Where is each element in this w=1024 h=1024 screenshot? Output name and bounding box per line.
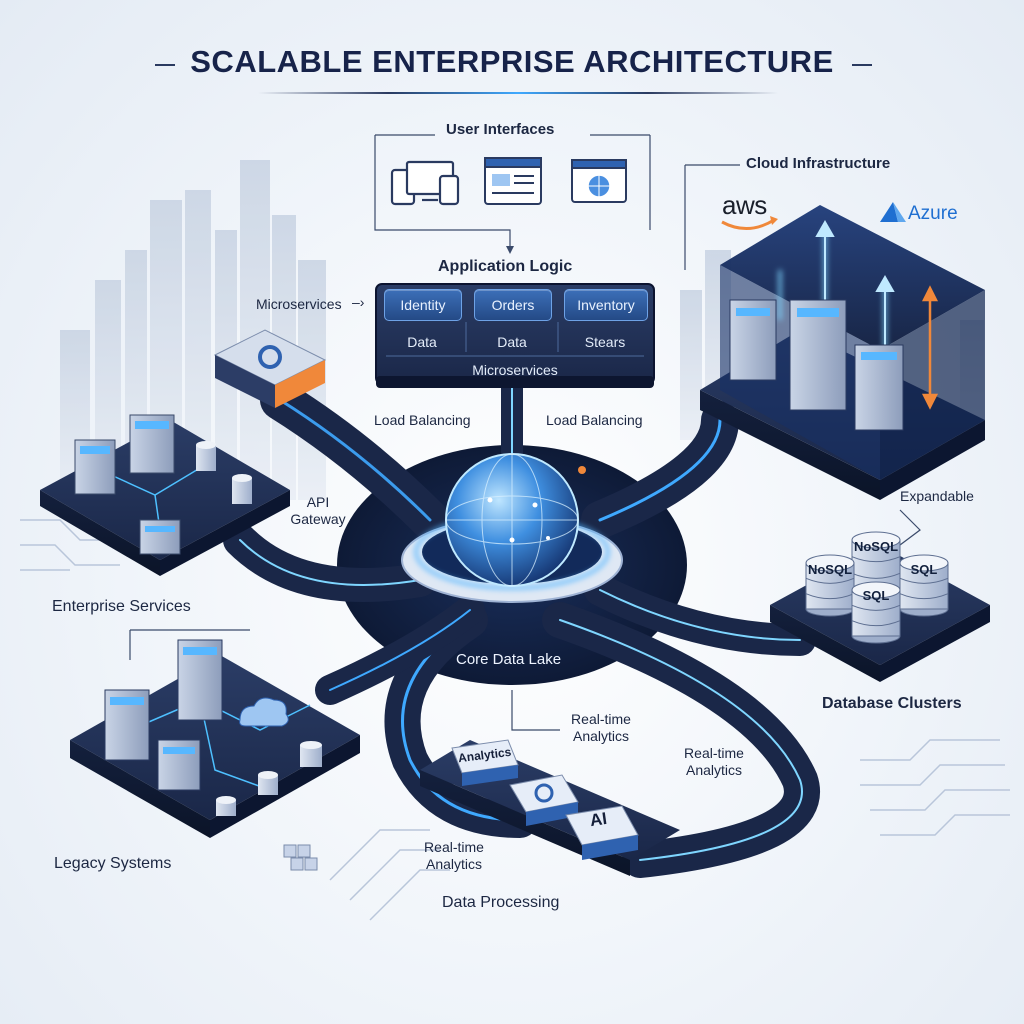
- service-inventory-sub: Stears: [584, 334, 626, 350]
- browser-globe-icon: [571, 159, 627, 203]
- db-label-sql-front: SQL: [862, 588, 890, 603]
- gear-block-icon: [213, 329, 327, 408]
- service-inventory: Inventory: [564, 289, 648, 321]
- db-cylinder-band: [899, 577, 949, 584]
- conduits: [223, 369, 820, 878]
- cloud-icon: [239, 697, 289, 727]
- api-gateway-label: API Gateway: [290, 494, 346, 527]
- db-cylinder-top: [851, 581, 901, 599]
- db-cylinder-band: [805, 593, 855, 600]
- small-cubes-icon: [283, 844, 318, 871]
- legacy-server-icon: [104, 639, 223, 791]
- load-balancing-right-label: Load Balancing: [546, 412, 643, 428]
- db-cylinder-band: [851, 572, 901, 579]
- db-cylinder-top: [851, 531, 901, 549]
- scale-arrow-icon: [921, 285, 939, 410]
- user-interfaces-label: User Interfaces: [446, 121, 555, 138]
- page-title: SCALABLE ENTERPRISE ARCHITECTURE: [190, 44, 834, 79]
- db-cylinder-body: [805, 562, 855, 610]
- database-cylinder-icon: [805, 531, 949, 644]
- legacy-systems-platform: [70, 655, 360, 838]
- core-data-lake-label: Core Data Lake: [456, 651, 562, 668]
- title-rule-right: [852, 64, 872, 66]
- globe-icon: [445, 453, 579, 587]
- ai-module-label: AI: [588, 808, 609, 831]
- web-page-icon: [484, 157, 542, 205]
- db-cylinder-band: [805, 577, 855, 584]
- arrow-down-icon: [506, 246, 514, 254]
- microservices-side-label: Microservices: [256, 296, 342, 312]
- db-label-nosql-left: NoSQL: [807, 562, 853, 577]
- application-logic-label: Application Logic: [438, 258, 573, 275]
- orange-node-icon: [578, 466, 586, 474]
- data-processing-label: Data Processing: [442, 894, 560, 911]
- microservices-footer: Microservices: [472, 362, 558, 378]
- database-cylinder-icon: [216, 741, 322, 816]
- circuit-traces: [20, 519, 1010, 921]
- title-underline: [258, 92, 778, 94]
- db-cylinder-top: [805, 554, 855, 572]
- cloud-server-icon: [729, 299, 904, 431]
- ai-module-icon: [565, 805, 639, 860]
- realtime-analytics-label-2: Real-time Analytics: [684, 745, 744, 778]
- db-cylinder-top: [899, 554, 949, 572]
- db-label-nosql-top: NoSQL: [853, 539, 899, 554]
- aws-logo: aws: [722, 190, 767, 220]
- azure-logo: Azure: [908, 203, 958, 224]
- realtime-analytics-label-1: Real-time Analytics: [571, 711, 631, 744]
- enterprise-services-platform: [40, 420, 290, 576]
- enterprise-services-label: Enterprise Services: [52, 598, 191, 615]
- db-label-sql-right: SQL: [910, 562, 938, 577]
- db-cylinder-band: [851, 556, 901, 563]
- title-rule-left: [155, 64, 175, 66]
- devices-icon: [390, 160, 460, 206]
- service-orders-sub: Data: [497, 334, 527, 350]
- realtime-analytics-label-3: Real-time Analytics: [424, 839, 484, 872]
- database-cylinder-icon: [196, 441, 252, 504]
- analytics-module-icon: [451, 739, 519, 786]
- aws-smile-icon: [721, 216, 778, 230]
- server-stack-icon: [74, 414, 181, 555]
- db-cylinder-band: [851, 604, 901, 611]
- azure-logo-icon: [880, 202, 906, 222]
- db-cylinder-band: [851, 620, 901, 627]
- expandable-label: Expandable: [900, 488, 974, 504]
- gear-module-icon: [509, 774, 579, 826]
- legacy-systems-label: Legacy Systems: [54, 855, 172, 872]
- service-orders: Orders: [474, 289, 552, 321]
- connector-lines: [129, 134, 921, 731]
- cloud-infrastructure-label: Cloud Infrastructure: [746, 155, 891, 172]
- service-identity: Identity: [384, 289, 462, 321]
- arrow-right-icon: –›: [352, 294, 365, 310]
- db-cylinder-band: [899, 593, 949, 600]
- database-clusters-label: Database Clusters: [822, 695, 962, 712]
- service-identity-sub: Data: [407, 334, 437, 350]
- load-balancing-left-label: Load Balancing: [374, 412, 471, 428]
